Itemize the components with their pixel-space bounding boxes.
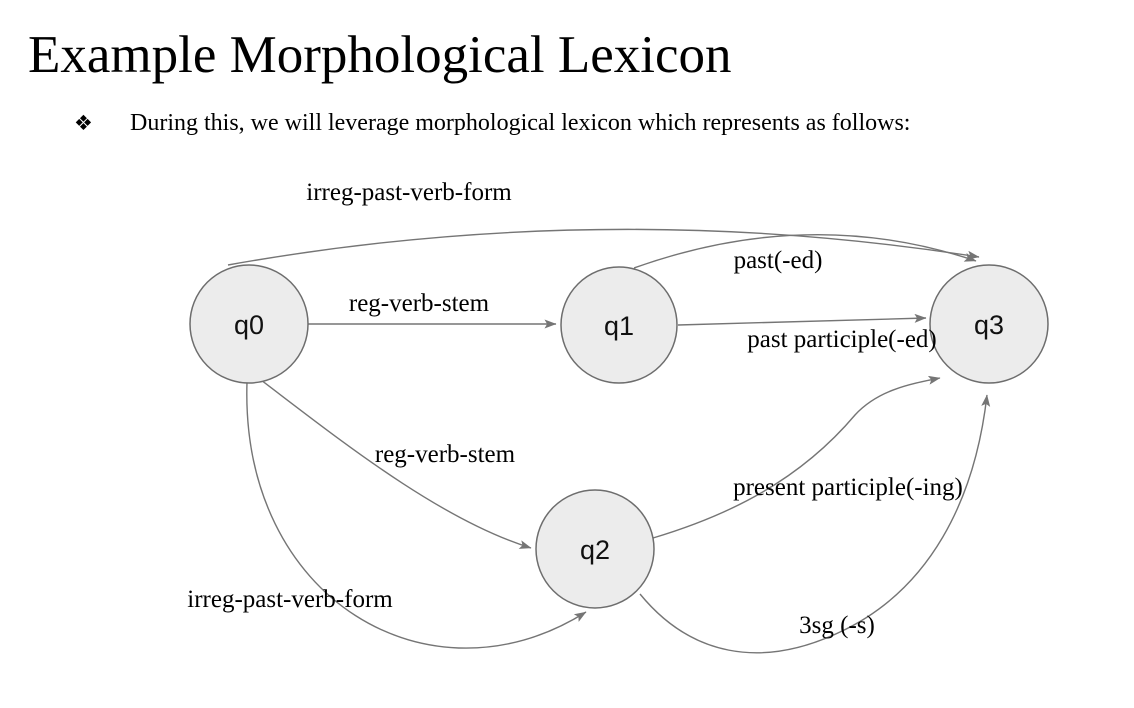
state-q3: q3 bbox=[929, 264, 1049, 384]
transition-label-q1-q3-pastpart: past participle(-ed) bbox=[747, 326, 937, 353]
transition-label-q2-q3-3sg: 3sg (-s) bbox=[799, 612, 875, 639]
transition-arrow-q0-q3-top bbox=[227, 228, 980, 266]
edge-layer bbox=[227, 228, 991, 654]
state-q3-circle bbox=[929, 264, 1049, 384]
state-q1-circle bbox=[560, 266, 678, 384]
transition-arrow-q0-q2-reg bbox=[260, 379, 532, 549]
transition-label-q2-q3-prespart: present participle(-ing) bbox=[733, 474, 963, 501]
slide-title: Example Morphological Lexicon bbox=[28, 26, 732, 84]
state-q2-label: q2 bbox=[580, 535, 610, 565]
transition-arrow-q0-q2-irreg bbox=[246, 381, 587, 649]
bullet-diamond-icon: ❖ bbox=[74, 111, 93, 135]
bullet-text: During this, we will leverage morphologi… bbox=[130, 110, 911, 136]
state-q1-label: q1 bbox=[604, 311, 634, 341]
state-q0-circle bbox=[189, 264, 309, 384]
state-q0: q0 bbox=[189, 264, 309, 384]
transition-label-q0-q2-reg: reg-verb-stem bbox=[375, 441, 516, 468]
transition-label-q0-q2-irreg: irreg-past-verb-form bbox=[187, 586, 393, 613]
transition-label-q0-q1: reg-verb-stem bbox=[349, 290, 490, 317]
edge-label-layer: reg-verb-stem irreg-past-verb-form past(-e… bbox=[187, 179, 963, 639]
transition-arrow-q1-q3-past bbox=[633, 233, 977, 269]
bullet-item: ❖ During this, we will leverage morpholo… bbox=[74, 108, 910, 138]
state-q1: q1 bbox=[560, 266, 678, 384]
node-layer: q0 q1 q2 q3 bbox=[189, 264, 1049, 609]
transition-label-q0-q3-top: irreg-past-verb-form bbox=[306, 179, 512, 206]
transition-arrow-q1-q3-pastpart bbox=[677, 313, 927, 326]
state-q2-circle bbox=[535, 489, 655, 609]
state-q3-label: q3 bbox=[974, 310, 1004, 340]
transition-label-q1-q3-past: past(-ed) bbox=[734, 247, 823, 274]
transition-arrow-q2-q3-prespart bbox=[652, 375, 941, 539]
state-q2: q2 bbox=[535, 489, 655, 609]
transition-arrow-q2-q3-3sg bbox=[639, 394, 991, 654]
state-q0-label: q0 bbox=[234, 310, 264, 340]
